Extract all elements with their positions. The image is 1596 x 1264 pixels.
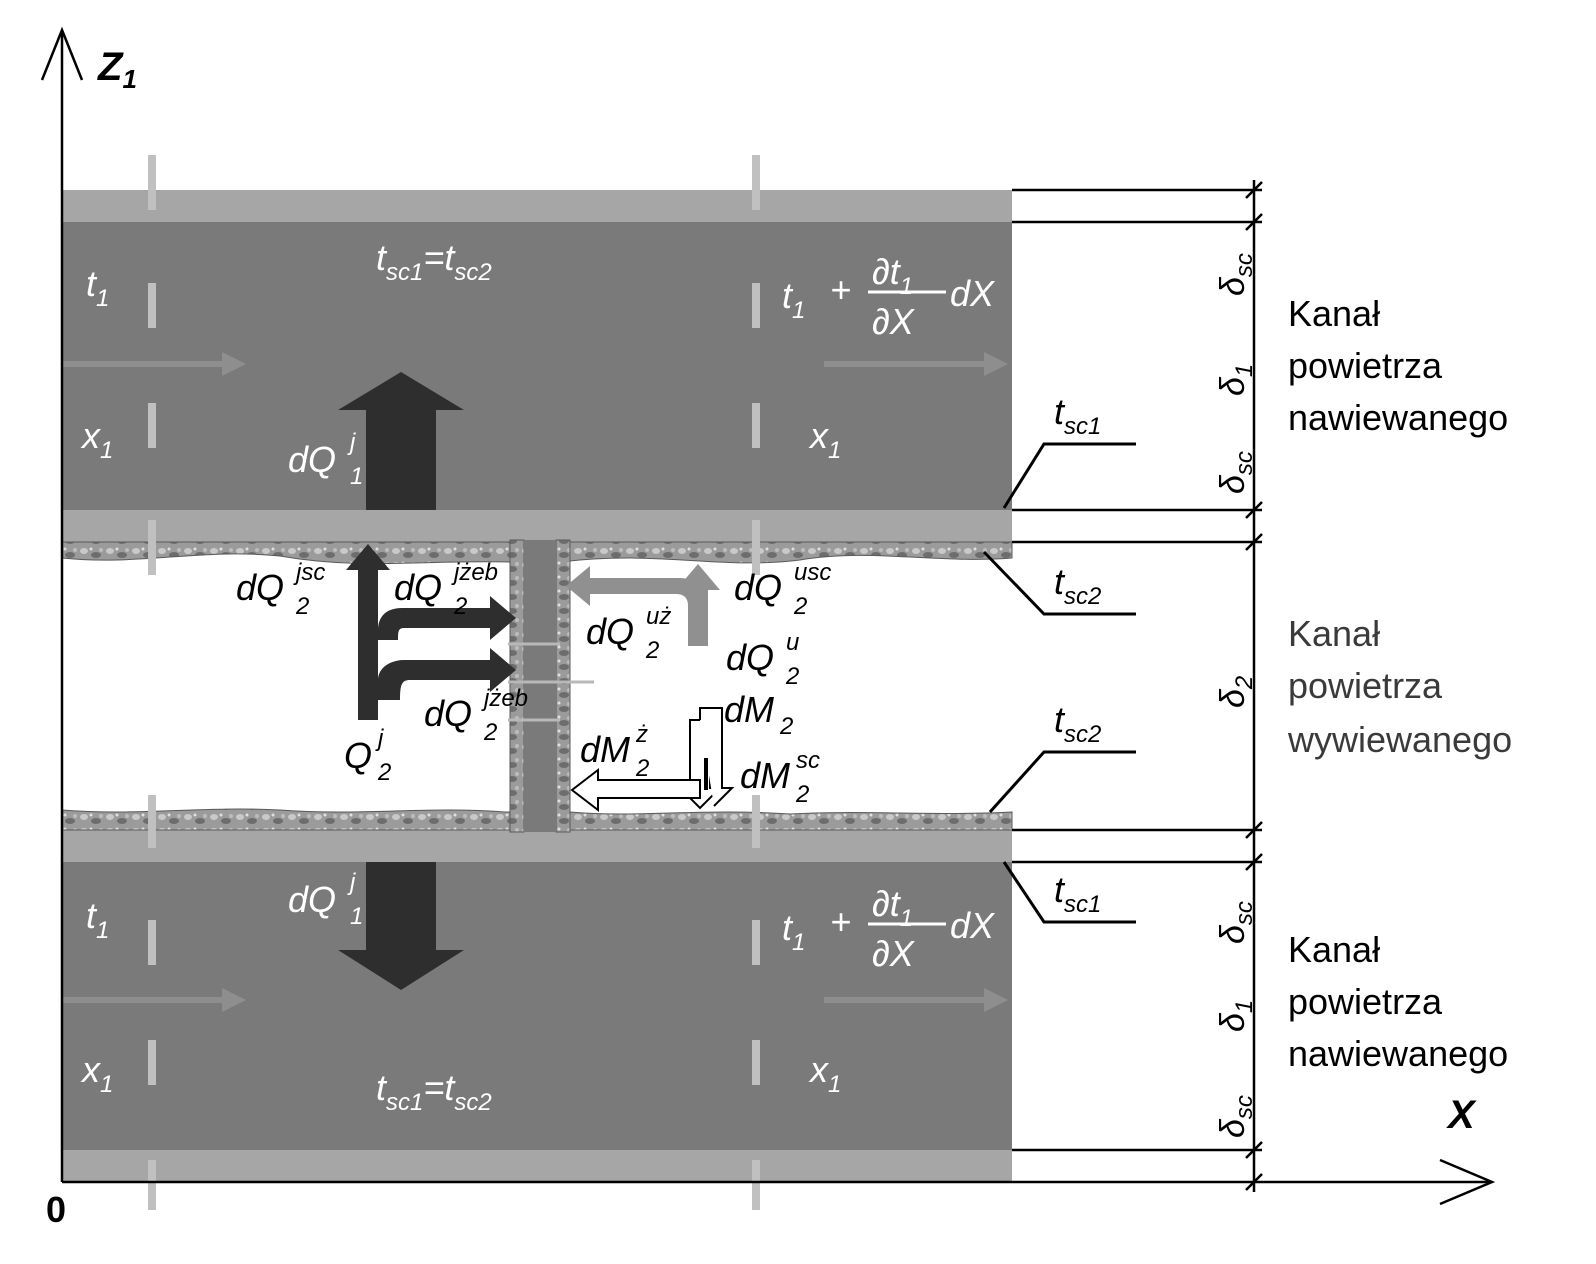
heat-flux-arrow-down: [338, 862, 464, 990]
svg-text:Kanał: Kanał: [1288, 293, 1380, 334]
fin: [524, 540, 556, 832]
svg-text:nawiewanego: nawiewanego: [1288, 397, 1508, 438]
svg-text:powietrza: powietrza: [1288, 665, 1443, 706]
top-wall-upper: [62, 190, 1012, 222]
bottom-channel-description: Kanał powietrza nawiewanego: [1288, 929, 1508, 1074]
fin-coating-right: [555, 539, 571, 833]
bottom-wall-lower: [62, 1150, 1012, 1182]
svg-text:Kanał: Kanał: [1288, 613, 1380, 654]
middle-channel-description: Kanał powietrza wywiewanego: [1287, 613, 1512, 760]
label-t1-bottom-left: t1: [86, 895, 109, 944]
flow-arrow-bottom-right: [824, 988, 1008, 1012]
leader-lines: [982, 442, 1136, 924]
label-tsc-eq-top: tsc1=tsc2: [376, 237, 492, 286]
label-partial-x-bottom: ∂X: [872, 933, 916, 974]
z-axis-label: Z1: [97, 45, 137, 94]
label-t1-bottom-right: t1: [782, 907, 805, 956]
heat-flux-arrow-up: [338, 372, 464, 510]
dim-delta-sc-2: δsc: [1214, 451, 1258, 494]
x-axis-arrowhead: [1439, 1158, 1496, 1206]
top-channel-description: Kanał powietrza nawiewanego: [1288, 293, 1508, 438]
bottom-wall-upper: [62, 830, 1012, 862]
svg-text:wywiewanego: wywiewanego: [1287, 719, 1512, 760]
z-axis-arrowhead: [40, 26, 84, 81]
top-wall-lower: [62, 510, 1012, 542]
dim-delta-sc-3: δsc: [1214, 901, 1258, 944]
dim-delta-sc-1: δsc: [1214, 253, 1258, 296]
q2-branch-arrows: [346, 544, 516, 720]
label-tsc-eq-bottom: tsc1=tsc2: [376, 1067, 492, 1116]
leader-label-tsc1-bottom: tsc1: [1054, 869, 1101, 918]
leader-label-tsc2-bottom: tsc2: [1054, 699, 1101, 748]
leader-label-tsc1-top: tsc1: [1054, 391, 1101, 440]
label-t1-top-right: t1: [782, 275, 805, 324]
leader-label-tsc2-top: tsc2: [1054, 561, 1101, 610]
svg-text:powietrza: powietrza: [1288, 981, 1443, 1022]
label-x1-top-right: x1: [808, 415, 841, 464]
label-dx-top: dX: [950, 273, 996, 314]
dim-delta-sc-4: δsc: [1214, 1095, 1258, 1138]
svg-text:powietrza: powietrza: [1288, 345, 1443, 386]
svg-text:Kanał: Kanał: [1288, 929, 1380, 970]
origin-label: 0: [46, 1189, 66, 1230]
dim-delta-1-top: δ1: [1214, 364, 1258, 396]
label-t1-top-left: t1: [86, 263, 109, 312]
label-x1-bottom-left: x1: [80, 1049, 113, 1098]
x-axis-label: X: [1446, 1093, 1477, 1137]
label-dx-bottom: dX: [950, 905, 996, 946]
bottom-channel: [62, 862, 1012, 1150]
dim-delta-1-bottom: δ1: [1214, 1000, 1258, 1032]
flow-arrow-bottom-left: [62, 988, 246, 1012]
moisture-arrow: [570, 707, 735, 813]
label-x1-bottom-right: x1: [808, 1049, 841, 1098]
label-x1-top-left: x1: [80, 415, 113, 464]
svg-text:nawiewanego: nawiewanego: [1288, 1033, 1508, 1074]
dim-delta-2: δ2: [1214, 676, 1258, 708]
flow-arrow-top-right: [824, 352, 1008, 376]
label-plus-bottom: +: [830, 901, 851, 942]
label-plus-top: +: [830, 269, 851, 310]
dimension-lines: [1012, 180, 1263, 1192]
q2-u-arrows: [566, 564, 720, 646]
label-partial-x-top: ∂X: [872, 301, 916, 342]
flow-arrow-top-left: [62, 352, 246, 376]
